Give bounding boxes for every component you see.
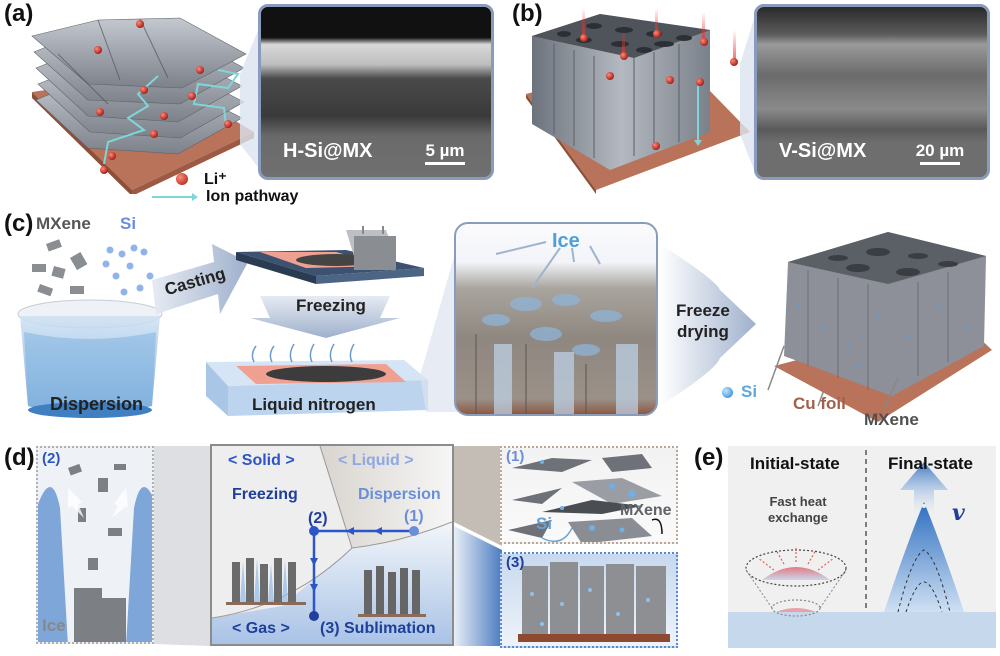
freeze-drying-line2: drying <box>676 322 729 341</box>
mxene-flakes-with-si <box>508 454 663 542</box>
ion-pathway-arrow-icon <box>152 193 198 201</box>
dispersion-label-c: Dispersion <box>50 394 144 414</box>
mxene-flakes <box>32 239 88 297</box>
inset-right1-tag: (1) <box>506 448 525 465</box>
inset-right-dispersion: (1) Si MXene <box>500 446 678 544</box>
panel-b-schematic <box>526 8 750 194</box>
li-ion-beams <box>582 8 736 60</box>
panel-a-label: (a) <box>4 0 34 27</box>
inset-left-ice-growth: (2) Ice <box>36 446 154 644</box>
panel-c-zoom-cone <box>420 236 460 412</box>
freeze-drying-label: Freeze drying <box>676 300 730 342</box>
dispersion-label-d: Dispersion <box>358 486 441 503</box>
porous-top-surface <box>532 14 710 58</box>
panel-e-label: (e) <box>694 444 724 471</box>
panel-d-label: (d) <box>4 444 35 471</box>
phase-liquid-label: < Liquid > <box>338 452 414 469</box>
liquid-nitrogen-bath <box>206 343 428 416</box>
ice-peak <box>884 502 964 612</box>
process-path <box>312 529 414 616</box>
state-point-3 <box>309 611 319 621</box>
phase-diagram: < Solid > < Liquid > Freezing Dispersion… <box>210 444 454 646</box>
ion-pathway-lines <box>103 69 240 165</box>
cu-foil-label: Cu foil <box>793 394 846 413</box>
inset-right1-mxene-label: MXene <box>620 502 672 519</box>
freeze-drying-arrow <box>660 244 756 406</box>
step-2-label: (2) <box>308 510 328 527</box>
heat-arrows <box>757 546 835 571</box>
panel-a-schematic <box>31 17 254 194</box>
step-1-label: (1) <box>404 508 424 525</box>
panel-e-box: Initial-state Final-state Fast heat exch… <box>728 446 996 648</box>
panel-d-right-cone <box>454 446 502 646</box>
inset-left-ice-label: Ice <box>42 616 66 635</box>
mxene-callout-c: MXene <box>864 410 919 429</box>
state-point-1 <box>409 526 419 536</box>
legend-li-ion-label: Li⁺ <box>204 171 227 188</box>
fast-heat-line1: Fast heat <box>769 494 827 509</box>
casting-machine <box>236 226 424 284</box>
inset-right3-tag: (3) <box>506 554 525 571</box>
substrate-surface <box>728 612 996 648</box>
ice-label-c: Ice <box>552 230 580 252</box>
si-sphere-icon <box>722 386 733 398</box>
sublimated-columns <box>518 562 670 642</box>
freezing-label-d: Freezing <box>232 486 298 503</box>
scale-bar-a-line <box>425 162 465 165</box>
freeze-dried-structure <box>767 232 992 422</box>
state-point-2 <box>309 526 319 536</box>
ice-crystals <box>475 241 638 414</box>
freezing-arrow <box>250 296 400 338</box>
mxene-label-c: MXene <box>36 214 91 233</box>
legend-si-label: Si <box>741 382 758 401</box>
legend-si-c: Si <box>722 382 757 402</box>
phase-gas-label: < Gas > <box>232 620 290 637</box>
fast-heat-line2: exchange <box>768 510 828 525</box>
inset-right1-si-label: Si <box>536 514 553 533</box>
si-label-c: Si <box>120 214 137 233</box>
sem-label-h-si-mx: H-Si@MX <box>283 140 373 162</box>
dispersion-beaker <box>17 239 163 418</box>
legend-ion-pathway-label: Ion pathway <box>206 188 299 205</box>
li-ions-b <box>580 30 738 150</box>
panel-c-label: (c) <box>4 210 34 237</box>
freezing-label-c: Freezing <box>296 296 366 315</box>
liquid-nitrogen-label: Liquid nitrogen <box>252 395 376 414</box>
scale-bar-a-text: 5 µm <box>425 141 465 160</box>
panel-e-illustration <box>728 450 996 648</box>
inset-left-tag: (2) <box>42 450 61 467</box>
legend-li-ion: Li⁺ <box>176 170 227 188</box>
inset-right-sublimated: (3) <box>500 552 678 648</box>
li-ions <box>94 20 232 174</box>
heat-dome <box>762 567 830 580</box>
step-3-sublimation-label: (3) Sublimation <box>320 620 436 637</box>
growth-arrow <box>900 462 948 516</box>
casting-arrow <box>152 244 248 314</box>
sem-label-v-si-mx: V-Si@MX <box>779 140 867 162</box>
vapor-arrows <box>251 343 355 363</box>
fast-heat-exchange-label: Fast heat exchange <box>760 494 836 526</box>
velocity-symbol: v <box>952 500 965 526</box>
phase-solid-label: < Solid > <box>228 452 295 469</box>
phase-regions <box>212 446 452 644</box>
liquid-region <box>320 446 452 548</box>
ice-walls <box>38 463 152 642</box>
panel-d-left-cone <box>154 446 210 646</box>
sem-image-h-si-mx: H-Si@MX 5 µm <box>258 4 494 180</box>
scale-bar-b-text: 20 µm <box>915 141 965 160</box>
li-ion-sphere-icon <box>176 173 188 185</box>
initial-state-label: Initial-state <box>750 454 840 473</box>
panel-b-zoom-cone <box>740 6 758 180</box>
horizontal-mxene-sheets <box>31 17 247 155</box>
sem-image-v-si-mx: V-Si@MX 20 µm <box>754 4 990 180</box>
scale-bar-a: 5 µm <box>423 141 467 165</box>
scale-bar-b-line <box>920 162 960 165</box>
si-particles <box>102 244 154 296</box>
panel-b-label: (b) <box>512 0 543 27</box>
ice-structure-inset: Ice <box>454 222 658 416</box>
scale-bar-b: 20 µm <box>915 141 965 165</box>
freeze-drying-line1: Freeze <box>676 301 730 320</box>
final-state-label: Final-state <box>888 454 974 473</box>
legend-ion-pathway: Ion pathway <box>150 188 298 206</box>
